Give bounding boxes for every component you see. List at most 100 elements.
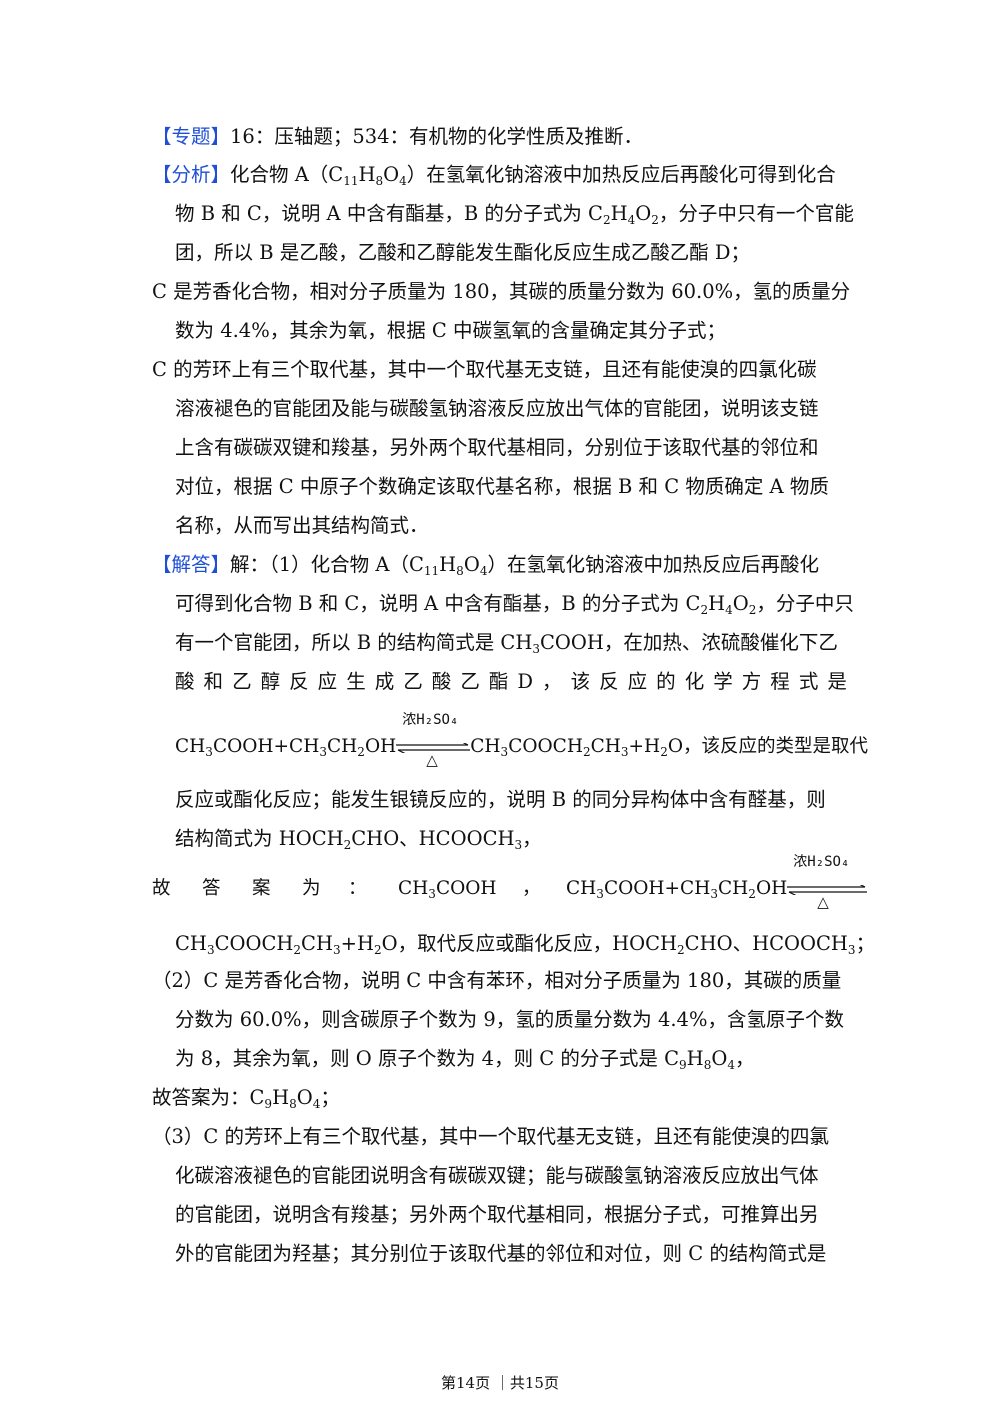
part3-line-3: 的官能团，说明含有羧基；另外两个取代基相同，根据分子式，可推算出另 xyxy=(175,1203,819,1226)
sub: 9 xyxy=(264,1097,273,1111)
text: CH xyxy=(175,736,206,757)
equilibrium-arrow-icon xyxy=(787,885,868,895)
topic-line: 【专题】16：压轴题；534：有机物的化学性质及推断． xyxy=(152,124,643,150)
text: COOH，在加热、浓硫酸催化下乙 xyxy=(540,631,838,654)
text: H xyxy=(708,592,726,615)
char: 酸 xyxy=(175,670,195,693)
text: 为 8，其余为氧，则 O 原子个数为 4，则 C 的分子式是 C xyxy=(175,1047,680,1070)
char: ， xyxy=(542,670,562,693)
char: 乙 xyxy=(232,670,252,693)
text: CH xyxy=(327,736,358,757)
answer-ch3cooh: CH3COOH xyxy=(398,876,497,902)
analysis-line-2: 物 B 和 C，说明 A 中含有酯基，B 的分子式为 C2H4O2，分子中只有一… xyxy=(175,201,854,227)
text: H xyxy=(358,163,376,186)
sub: 2 xyxy=(748,603,757,617)
page-footer: 第14页 ｜共15页 xyxy=(441,1374,559,1392)
char: 该 xyxy=(570,670,591,693)
sub: 11 xyxy=(423,564,440,578)
condition-bottom: △ xyxy=(426,751,438,769)
text: COOH+CH xyxy=(603,878,711,899)
final-answer-line-2: CH3COOCH2CH3+H2O，取代反应或酯化反应，HOCH2CHO、HCOO… xyxy=(175,931,875,957)
char: 生 xyxy=(346,670,366,693)
char: 反 xyxy=(599,670,619,693)
text: OH xyxy=(755,878,788,899)
char: 化 xyxy=(684,670,705,693)
sub: 8 xyxy=(289,1097,297,1111)
analysis-line-10: 名称，从而写出其结构简式． xyxy=(175,514,429,537)
part3-line-2: 化碳溶液褪色的官能团说明含有碳碳双键；能与碳酸氢钠溶液反应放出气体 xyxy=(175,1164,819,1187)
answer-line-1: 【解答】解：（1）化合物 A（C11H8O4）在氢氧化钠溶液中加热反应后再酸化 xyxy=(152,552,819,578)
part2-line-1: （2）C 是芳香化合物，说明 C 中含有苯环，相对分子质量为 180，其碳的质量 xyxy=(152,969,842,992)
text: 故答案为：C xyxy=(152,1086,265,1109)
text: O xyxy=(296,1086,313,1109)
char: 成 xyxy=(374,670,395,693)
text: O xyxy=(463,553,480,576)
text: COOH xyxy=(435,878,497,899)
sub: 3 xyxy=(332,943,341,957)
text: CH xyxy=(566,878,597,899)
text: ，分子中只有一个官能 xyxy=(658,202,854,225)
sub: 8 xyxy=(703,1058,712,1072)
text: H xyxy=(610,202,628,225)
answer-line-7: 结构简式为 HOCH2CHO、HCOOCH3， xyxy=(175,826,542,852)
text: H xyxy=(272,1086,290,1109)
char: 的 xyxy=(656,670,676,693)
condition-bottom: △ xyxy=(817,893,829,911)
char: 和 xyxy=(203,670,224,693)
text: ， xyxy=(734,1047,755,1070)
sub: 3 xyxy=(514,838,523,852)
text: ； xyxy=(855,932,876,955)
answer-line-6: 反应或酯化反应；能发生银镜反应的，说明 B 的同分异构体中含有醛基，则 xyxy=(175,788,826,811)
sub: 2 xyxy=(357,745,365,759)
sub: 4 xyxy=(627,213,636,227)
analysis-line-9: 对位，根据 C 中原子个数确定该取代基名称，根据 B 和 C 物质确定 A 物质 xyxy=(175,475,829,498)
char: 乙 xyxy=(403,670,423,693)
text: O xyxy=(711,1047,728,1070)
char: 答 xyxy=(202,878,221,899)
text: CHO、HCOOCH xyxy=(351,827,515,850)
text: COOCH xyxy=(214,932,294,955)
sub: 3 xyxy=(206,943,215,957)
comma: ， xyxy=(522,878,541,899)
sub: 8 xyxy=(456,564,464,578)
char: 学 xyxy=(713,670,733,693)
sub: 3 xyxy=(596,887,604,901)
char: 程 xyxy=(770,670,790,693)
text: 化合物 A（C xyxy=(230,163,344,186)
answer-tag: 【解答】 xyxy=(152,553,231,576)
analysis-line-3: 团，所以 B 是乙酸，乙酸和乙醇能发生酯化反应生成乙酸乙酯 D； xyxy=(175,241,751,264)
sub: 2 xyxy=(748,887,756,901)
sub: 9 xyxy=(679,1058,687,1072)
text: COOH+CH xyxy=(212,736,320,757)
char: 是 xyxy=(827,670,847,693)
reversible-arrow: 浓H₂SO₄△ xyxy=(787,854,868,910)
text: O，该反应的类型是取代 xyxy=(667,736,868,757)
sub: 4 xyxy=(399,174,407,188)
sub: 2 xyxy=(700,603,709,617)
char: 乙 xyxy=(460,670,480,693)
char: 应 xyxy=(317,670,338,693)
char: 式 xyxy=(798,670,819,693)
text: CH xyxy=(590,736,621,757)
sub: 2 xyxy=(582,745,591,759)
char: 案 xyxy=(252,878,271,899)
text: O xyxy=(635,202,652,225)
char: 反 xyxy=(289,670,309,693)
text: 物 B 和 C，说明 A 中含有酯基，B 的分子式为 C xyxy=(175,202,603,225)
sub: 2 xyxy=(373,943,382,957)
text: +H xyxy=(340,932,374,955)
sub: 2 xyxy=(651,213,659,227)
sub: 3 xyxy=(205,745,213,759)
analysis-line-8: 上含有碳碳双键和羧基，另外两个取代基相同，分别位于该取代基的邻位和 xyxy=(175,436,819,459)
char: 方 xyxy=(741,670,762,693)
text: ； xyxy=(320,1086,340,1109)
char: 酯 xyxy=(488,670,509,693)
char: 为 xyxy=(302,878,321,899)
part3-line-1: （3）C 的芳环上有三个取代基，其中一个取代基无支链，且还有能使溴的四氯 xyxy=(152,1125,830,1148)
answer-line-3: 有一个官能团，所以 B 的结构简式是 CH3COOH，在加热、浓硫酸催化下乙 xyxy=(175,630,838,656)
sub: 3 xyxy=(847,943,856,957)
part3-line-4: 外的官能团为羟基；其分别位于该取代基的邻位和对位，则 C 的结构简式是 xyxy=(175,1242,827,1265)
analysis-line-4: C 是芳香化合物，相对分子质量为 180，其碳的质量分数为 60.0%，氢的质量… xyxy=(152,280,851,303)
